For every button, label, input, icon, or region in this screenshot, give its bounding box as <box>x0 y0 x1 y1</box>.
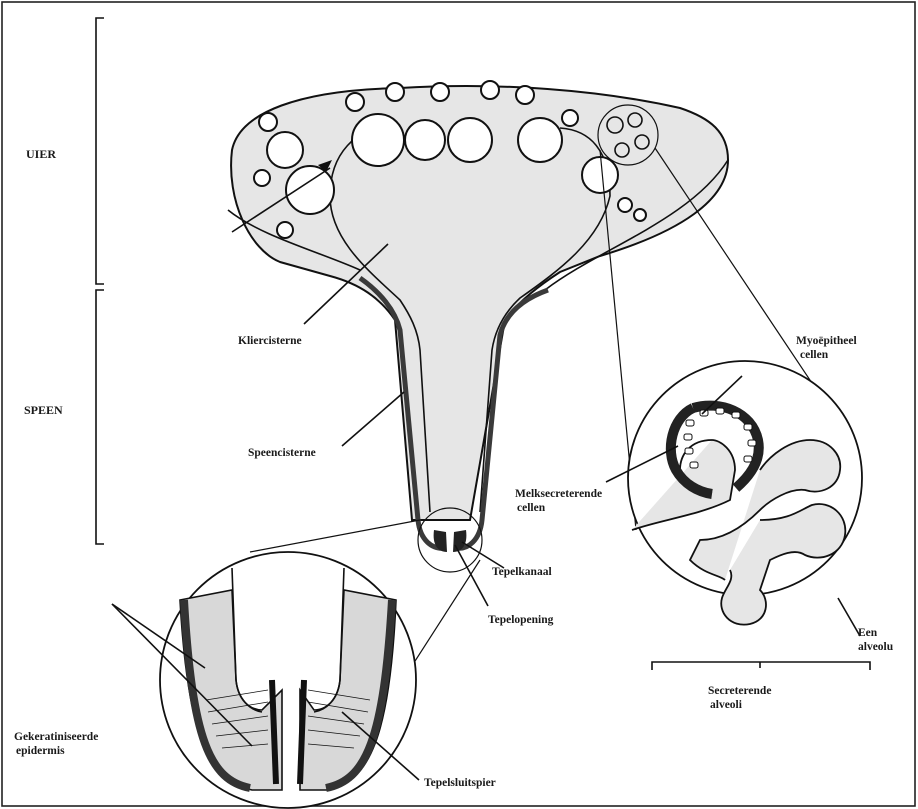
label-secreterende-2: alveoli <box>710 699 743 711</box>
label-tepelkanaal: Tepelkanaal <box>492 566 552 578</box>
label-speencisterne: Speencisterne <box>248 447 316 459</box>
label-een-1: Een <box>858 627 878 639</box>
label-secreterende-1: Secreterende <box>708 685 771 697</box>
label-tepelopening: Tepelopening <box>488 614 554 626</box>
label-speen: SPEEN <box>24 403 63 417</box>
label-uier: UIER <box>26 147 56 161</box>
label-myoepitheel-1: Myoëpitheel <box>796 335 857 347</box>
label-melksecreterende-2: cellen <box>517 502 546 514</box>
label-gekeratiniseerde-1: Gekeratiniseerde <box>14 731 98 743</box>
label-tepelsluitspier: Tepelsluitspier <box>424 777 496 789</box>
label-melksecreterende-1: Melksecreterende <box>515 488 602 500</box>
label-kliercisterne: Kliercisterne <box>238 335 302 347</box>
label-een-2: alveolu <box>858 641 894 653</box>
label-myoepitheel-2: cellen <box>800 349 829 361</box>
label-gekeratiniseerde-2: epidermis <box>16 745 65 757</box>
